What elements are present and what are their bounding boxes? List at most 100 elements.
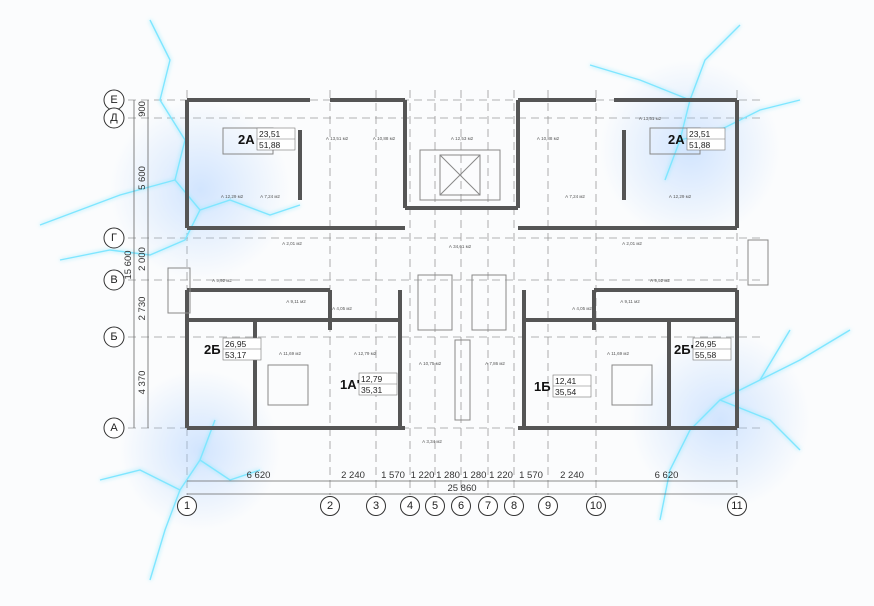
axis-label-col: 11 <box>731 500 742 512</box>
axis-label-col: 6 <box>458 500 464 512</box>
axis-label-col: 10 <box>590 500 602 512</box>
axis-label-row: Е <box>110 94 117 106</box>
axis-label-col: 4 <box>407 500 413 512</box>
apartment-total-area: 51,88 <box>259 140 281 150</box>
apartment-living-area: 12,79 <box>361 374 383 384</box>
axis-bubble-row <box>103 107 125 129</box>
room-area-label: А 13,51 м2 <box>639 116 662 121</box>
apartment-living-area: 12,41 <box>555 376 577 386</box>
lightning-effect <box>39 19 851 581</box>
room-area-label: А 2,01 м2 <box>622 241 642 246</box>
dimension-label: 1 220 <box>411 470 435 481</box>
axis-bubble-col <box>425 496 445 516</box>
axis-label-col: 1 <box>184 500 190 512</box>
axis-bubble-col <box>320 496 340 516</box>
apartment-code: 2А <box>668 132 685 147</box>
apartment-code: 2Б' <box>674 342 694 357</box>
dimension-label: 1 570 <box>381 470 405 481</box>
axis-label-col: 2 <box>327 500 333 512</box>
dimension-label: 1 280 <box>436 470 460 481</box>
dimension-label: 6 620 <box>247 470 271 481</box>
room-area-label: А 13,51 м2 <box>326 136 349 141</box>
apartment-living-area: 26,95 <box>695 339 717 349</box>
axis-bubble-col <box>504 496 524 516</box>
room-area-label: А 9,92 м2 <box>650 278 670 283</box>
axis-bubble-row <box>103 417 125 439</box>
axis-bubble-col <box>586 496 606 516</box>
room-area-label: А 34,61 м2 <box>449 244 472 249</box>
building-walls <box>167 98 769 430</box>
axis-bubble-col <box>727 496 747 516</box>
room-area-label: А 7,24 м2 <box>565 194 585 199</box>
axis-bubble-row <box>103 227 125 249</box>
apartment-living-area: 23,51 <box>259 129 281 139</box>
room-area-label: А 10,88 м2 <box>537 136 560 141</box>
apartment-total-area: 51,88 <box>689 140 711 150</box>
apartment-living-area: 23,51 <box>689 129 711 139</box>
apartment-code: 1Б <box>534 379 551 394</box>
axis-bubble-col <box>451 496 471 516</box>
lightning-bolt <box>99 419 261 581</box>
room-area-label: А 10,75 м2 <box>419 361 442 366</box>
apartment-living-area: 26,95 <box>225 339 247 349</box>
room-area-label: А 12,29 м2 <box>669 194 692 199</box>
dimension-label: 2 240 <box>341 470 365 481</box>
dimension-label: 2 000 <box>137 247 148 271</box>
axis-bubble-col <box>366 496 386 516</box>
apartment-code: 2А <box>238 132 255 147</box>
dimension-label: 1 280 <box>463 470 487 481</box>
axis-bubble-col <box>177 496 197 516</box>
axis-label-row: А <box>110 422 118 434</box>
axis-bubble-col <box>400 496 420 516</box>
room-area-label: А 12,79 м2 <box>354 351 377 356</box>
dimension-label: 4 370 <box>137 371 148 395</box>
dimension-label: 2 730 <box>137 297 148 321</box>
dimension-label: 1 220 <box>489 470 513 481</box>
room-area-label: А 11,69 м2 <box>279 351 302 356</box>
room-area-label: А 4,05 м2 <box>332 306 352 311</box>
axis-label-row: В <box>110 274 117 286</box>
dimension-label: 900 <box>137 101 148 117</box>
room-area-label: А 4,05 м2 <box>572 306 592 311</box>
room-area-label: А 9,11 м2 <box>620 299 640 304</box>
apartment-total-area: 35,31 <box>361 385 383 395</box>
total-height-label: 15 600 <box>123 250 134 279</box>
axis-label-row: Д <box>110 112 118 124</box>
axis-bubble-col <box>538 496 558 516</box>
axis-bubble-row <box>103 269 125 291</box>
axis-label-col: 7 <box>485 500 491 512</box>
axis-label-row: Б <box>110 331 117 343</box>
room-area-label: А 11,69 м2 <box>607 351 630 356</box>
apartment-total-area: 55,58 <box>695 350 717 360</box>
dimension-label: 1 570 <box>519 470 543 481</box>
axis-bubble-row <box>103 326 125 348</box>
apartment-code: 2Б <box>204 342 221 357</box>
axis-label-col: 9 <box>545 500 551 512</box>
room-area-label: А 7,24 м2 <box>260 194 280 199</box>
apartment-code: 1А' <box>340 377 360 392</box>
dimension-label: 5 600 <box>137 166 148 190</box>
apartment-total-area: 35,54 <box>555 387 577 397</box>
room-area-label: А 12,29 м2 <box>221 194 244 199</box>
dimension-label: 2 240 <box>560 470 584 481</box>
room-area-label: А 9,11 м2 <box>286 299 306 304</box>
room-area-label: А 12,53 м2 <box>451 136 474 141</box>
axis-label-col: 3 <box>373 500 379 512</box>
apartment-total-area: 53,17 <box>225 350 247 360</box>
room-area-label: А 3,34 м2 <box>422 439 442 444</box>
axis-label-col: 8 <box>511 500 517 512</box>
room-area-label: А 9,92 м2 <box>212 278 232 283</box>
total-width-label: 25 860 <box>447 483 476 494</box>
room-area-label: А 2,01 м2 <box>282 241 302 246</box>
dimension-label: 6 620 <box>655 470 679 481</box>
axis-label-row: Г <box>111 232 117 244</box>
